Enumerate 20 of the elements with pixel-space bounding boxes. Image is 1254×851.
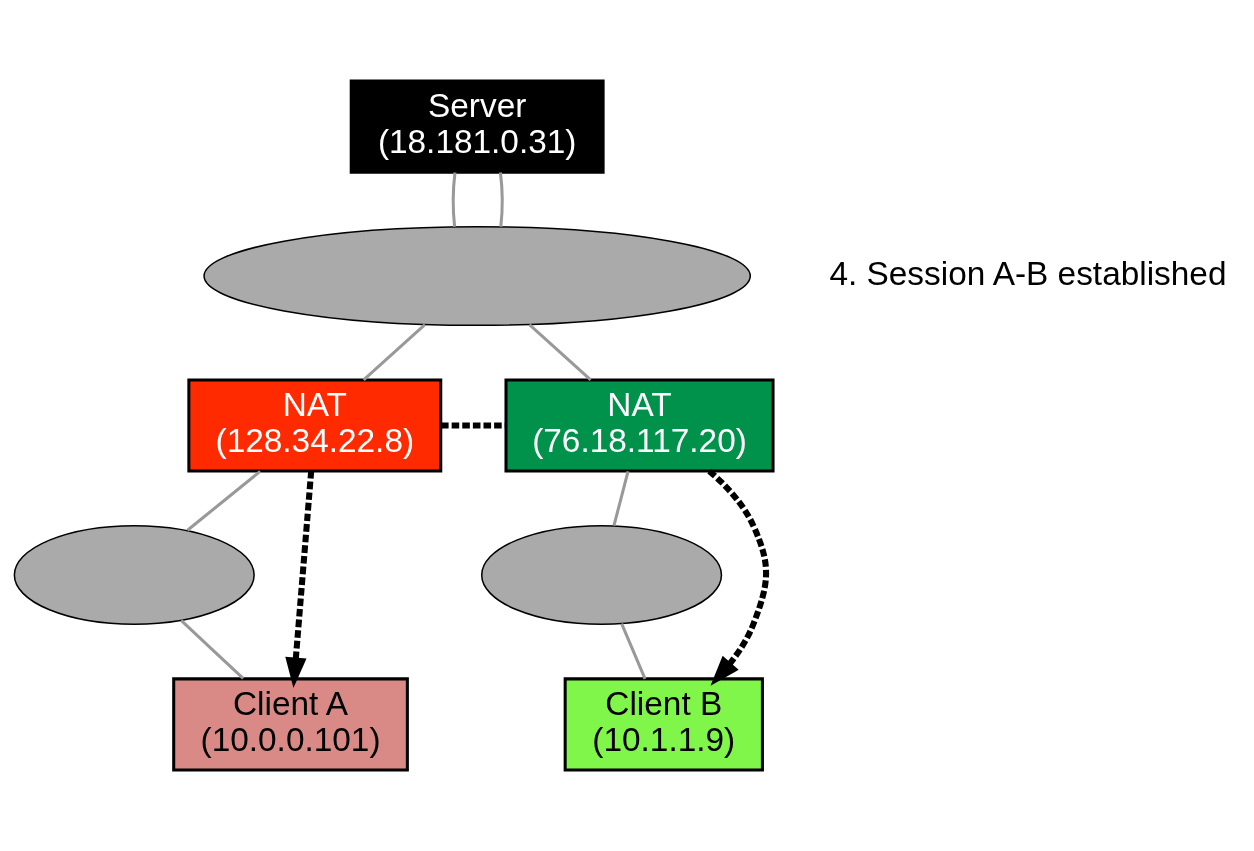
node-cloud: [13, 524, 255, 626]
connector: [186, 470, 262, 532]
arrow: [707, 468, 770, 686]
node-box: Client A (10.0.0.101): [172, 677, 409, 772]
connector: [528, 323, 592, 382]
connector: [441, 422, 506, 429]
arrow: [285, 471, 315, 688]
node-cloud: [203, 225, 752, 327]
connector: [451, 172, 457, 227]
node-box: Client B (10.1.1.9): [563, 677, 764, 772]
node-box: NAT (76.18.117.20): [504, 378, 775, 473]
label: 4. Session A-B established: [829, 254, 1227, 292]
connector: [620, 623, 647, 680]
connector: [498, 172, 504, 227]
connector: [612, 470, 630, 527]
node-box: NAT (128.34.22.8): [187, 378, 443, 473]
connector: [362, 323, 426, 382]
node-box: Server (18.181.0.31): [349, 79, 605, 174]
node-cloud: [480, 524, 723, 626]
connector: [180, 619, 245, 680]
